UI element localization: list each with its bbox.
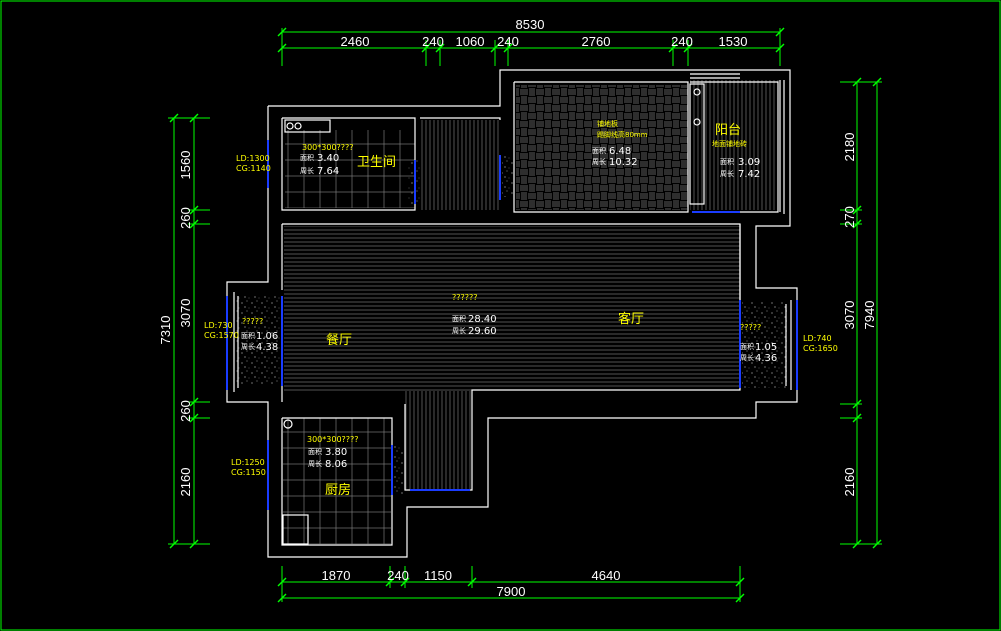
dim-left-seg-2: 260 bbox=[178, 207, 193, 229]
dim-right-seg-3: 3070 bbox=[842, 301, 857, 330]
dim-top-seg-2: 240 bbox=[422, 34, 444, 49]
kitchen-area-label: 面积 bbox=[308, 447, 322, 456]
bay-left-window-ld: LD:730 bbox=[204, 321, 233, 330]
bedroom-perim: 10.32 bbox=[609, 157, 638, 168]
dim-bottom-seg-2: 240 bbox=[387, 568, 409, 583]
dim-top-seg-1: 2460 bbox=[341, 34, 370, 49]
balcony-area-label: 面积 bbox=[720, 157, 734, 166]
room-bedroom: 铺地板 踢脚线高80mm 面积 6.48 周长 10.32 bbox=[592, 119, 648, 168]
room-bathroom: 卫生间 300*300???? 面积 3.40 周长 7.64 LD:1300 … bbox=[236, 143, 396, 177]
dim-top-seg-7: 1530 bbox=[719, 34, 748, 49]
dim-top-seg-6: 240 bbox=[671, 34, 693, 49]
dim-left-seg-3: 3070 bbox=[178, 299, 193, 328]
room-kitchen: 厨房 300*300???? 面积 3.80 周长 8.06 LD:1250 C… bbox=[231, 435, 359, 498]
bathroom-area: 3.40 bbox=[317, 153, 339, 164]
room-bay-left: ????? 面积 1.06 周长 4.38 LD:730 CG:1570 bbox=[204, 317, 278, 353]
dim-left-seg-4: 260 bbox=[178, 400, 193, 422]
dimension-labels-bottom: 1870 240 1150 4640 7900 bbox=[322, 568, 621, 599]
bay-left-area: 1.06 bbox=[256, 331, 278, 342]
living-perim: 29.60 bbox=[468, 326, 497, 337]
dim-right-seg-4: 2160 bbox=[842, 468, 857, 497]
bathroom-perim-label: 周长 bbox=[300, 166, 314, 175]
dim-top-seg-5: 2760 bbox=[582, 34, 611, 49]
dim-left-total: 7310 bbox=[158, 316, 173, 345]
dim-bottom-seg-1: 1870 bbox=[322, 568, 351, 583]
bay-left-tile: ????? bbox=[242, 317, 263, 326]
bay-right-window-cg: CG:1650 bbox=[803, 344, 838, 353]
dim-top-total: 8530 bbox=[516, 17, 545, 32]
bedroom-perim-label: 周长 bbox=[592, 157, 606, 166]
bedroom-area-label: 面积 bbox=[592, 146, 606, 155]
room-living: 客厅 餐厅 ?????? 面积 28.40 周长 29.60 bbox=[326, 293, 644, 348]
bay-right-window-ld: LD:740 bbox=[803, 334, 832, 343]
living-area: 28.40 bbox=[468, 314, 497, 325]
dim-top-seg-4: 240 bbox=[497, 34, 519, 49]
bathroom-name: 卫生间 bbox=[357, 155, 396, 170]
living-name: 客厅 bbox=[618, 311, 644, 327]
kitchen-tile: 300*300???? bbox=[307, 435, 359, 444]
dim-right-seg-1: 2180 bbox=[842, 133, 857, 162]
dimension-ticks bbox=[169, 27, 882, 603]
bathroom-area-label: 面积 bbox=[300, 153, 314, 162]
dining-name: 餐厅 bbox=[326, 332, 352, 348]
kitchen-name: 厨房 bbox=[325, 482, 351, 498]
bathroom-window-ld: LD:1300 bbox=[236, 154, 270, 163]
dimension-lines bbox=[168, 28, 882, 602]
balcony-perim-label: 周长 bbox=[720, 169, 734, 178]
room-balcony: 阳台 地面铺地砖 面积 3.09 周长 7.42 bbox=[712, 123, 760, 180]
bay-right-tile: ????? bbox=[740, 323, 761, 332]
living-perim-label: 周长 bbox=[452, 326, 466, 335]
bay-right-perim-label: 周长 bbox=[740, 353, 754, 362]
dimension-labels-right: 7940 2180 270 3070 2160 bbox=[842, 133, 877, 497]
bathroom-perim: 7.64 bbox=[317, 166, 339, 177]
bay-right-area: 1.05 bbox=[755, 342, 777, 353]
kitchen-window-ld: LD:1250 bbox=[231, 458, 265, 467]
dimension-labels-top: 8530 2460 240 1060 240 2760 240 1530 bbox=[341, 17, 748, 49]
dim-bottom-total: 7900 bbox=[497, 584, 526, 599]
room-bay-right: ????? 面积 1.05 周长 4.36 LD:740 CG:1650 bbox=[740, 323, 838, 364]
bay-right-area-label: 面积 bbox=[740, 342, 754, 351]
walls bbox=[226, 69, 798, 558]
floor-fills bbox=[236, 80, 787, 544]
kitchen-perim-label: 周长 bbox=[308, 459, 322, 468]
bay-left-perim: 4.38 bbox=[256, 342, 278, 353]
dim-top-seg-3: 1060 bbox=[456, 34, 485, 49]
bathroom-window-cg: CG:1140 bbox=[236, 164, 271, 173]
bedroom-area: 6.48 bbox=[609, 146, 631, 157]
bedroom-note-1: 铺地板 bbox=[597, 119, 618, 128]
dim-left-seg-5: 2160 bbox=[178, 468, 193, 497]
living-area-label: 面积 bbox=[452, 314, 466, 323]
living-tile: ?????? bbox=[452, 293, 477, 302]
kitchen-area: 3.80 bbox=[325, 447, 347, 458]
dim-left-seg-1: 1560 bbox=[178, 151, 193, 180]
dim-right-total: 7940 bbox=[862, 301, 877, 330]
bay-left-window-cg: CG:1570 bbox=[204, 331, 239, 340]
windows bbox=[226, 140, 798, 510]
balcony-area: 3.09 bbox=[738, 157, 760, 168]
dim-bottom-seg-3: 1150 bbox=[424, 568, 452, 583]
dimension-labels-left: 7310 1560 260 3070 260 2160 bbox=[158, 151, 193, 497]
dim-right-seg-2: 270 bbox=[842, 206, 857, 228]
dim-bottom-seg-4: 4640 bbox=[592, 568, 621, 583]
bay-left-perim-label: 周长 bbox=[241, 342, 255, 351]
balcony-name: 阳台 bbox=[715, 123, 741, 138]
kitchen-perim: 8.06 bbox=[325, 459, 347, 470]
bay-left-area-label: 面积 bbox=[241, 331, 255, 340]
bedroom-note-2: 踢脚线高80mm bbox=[597, 130, 648, 139]
bay-right-perim: 4.36 bbox=[755, 353, 777, 364]
balcony-perim: 7.42 bbox=[738, 169, 760, 180]
balcony-note: 地面铺地砖 bbox=[712, 139, 747, 148]
bathroom-tile: 300*300???? bbox=[302, 143, 354, 152]
kitchen-window-cg: CG:1150 bbox=[231, 468, 266, 477]
